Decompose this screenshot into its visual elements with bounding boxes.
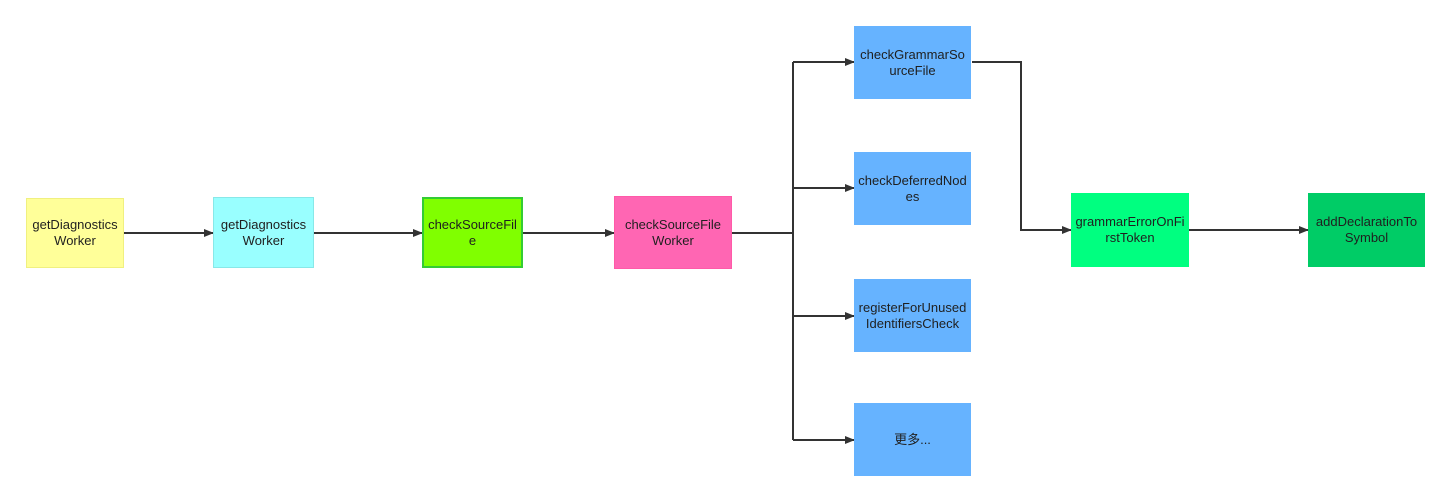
node-check-grammar-source-file: checkGrammarSourceFile xyxy=(854,26,971,99)
node-label: registerForUnusedIdentifiersCheck xyxy=(858,299,967,331)
node-label: getDiagnosticsWorker xyxy=(220,216,307,248)
node-check-deferred-nodes: checkDeferredNodes xyxy=(854,152,971,225)
node-grammar-error-on-first-token: grammarErrorOnFirstToken xyxy=(1071,193,1189,267)
node-label: 更多... xyxy=(894,431,931,447)
edge-checkgrammar-to-grammarerror xyxy=(972,61,1072,234)
node-label: grammarErrorOnFirstToken xyxy=(1075,214,1185,245)
node-label: checkSourceFile xyxy=(428,216,517,248)
node-check-source-file-worker: checkSourceFileWorker xyxy=(614,196,732,269)
node-register-for-unused-identifiers-check: registerForUnusedIdentifiersCheck xyxy=(854,279,971,352)
node-add-declaration-to-symbol: addDeclarationToSymbol xyxy=(1308,193,1425,267)
node-more: 更多... xyxy=(854,403,971,476)
node-label: checkGrammarSourceFile xyxy=(860,46,965,78)
node-get-diagnostics-worker-1: getDiagnosticsWorker xyxy=(26,198,124,268)
node-get-diagnostics-worker-2: getDiagnosticsWorker xyxy=(213,197,314,268)
node-label: checkDeferredNodes xyxy=(858,172,967,204)
node-label: addDeclarationToSymbol xyxy=(1315,214,1418,245)
node-label: getDiagnosticsWorker xyxy=(32,217,118,248)
node-check-source-file: checkSourceFile xyxy=(422,197,523,268)
node-label: checkSourceFileWorker xyxy=(624,216,722,248)
